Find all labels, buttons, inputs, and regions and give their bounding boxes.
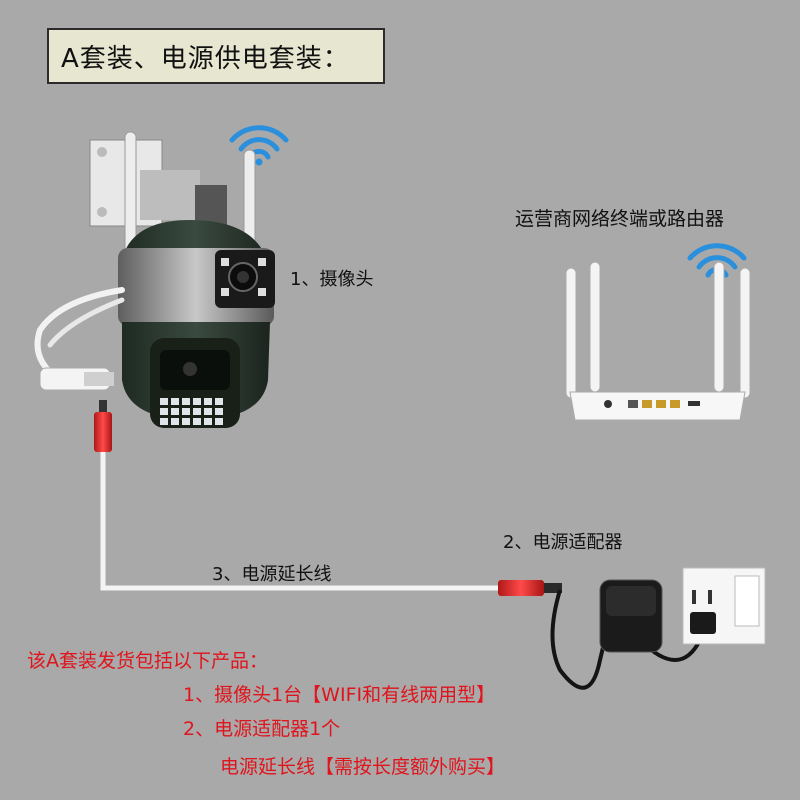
page-title: A套装、电源供电套装： [47, 28, 385, 84]
label-adapter: 2、电源适配器 [503, 532, 623, 553]
power-adapter-icon [599, 579, 663, 653]
camera-icon [89, 131, 275, 428]
label-cable: 3、电源延长线 [212, 564, 332, 585]
router-icon [565, 261, 751, 421]
wall-socket-icon [682, 567, 766, 645]
package-item: 1、摄像头1台【WIFI和有线两用型】 [183, 684, 496, 706]
label-router: 运营商网络终端或路由器 [515, 208, 725, 230]
wifi-icon [229, 125, 289, 166]
package-item: 2、电源适配器1个 [183, 718, 341, 740]
label-camera: 1、摄像头 [290, 269, 374, 290]
extension-cable [100, 452, 500, 591]
camera-cable [34, 287, 125, 391]
package-item: 电源延长线【需按长度额外购买】 [220, 756, 506, 778]
dc-plug-icon [498, 580, 562, 596]
dc-plug-icon [94, 400, 112, 452]
package-heading: 该A套装发货包括以下产品： [27, 650, 268, 672]
